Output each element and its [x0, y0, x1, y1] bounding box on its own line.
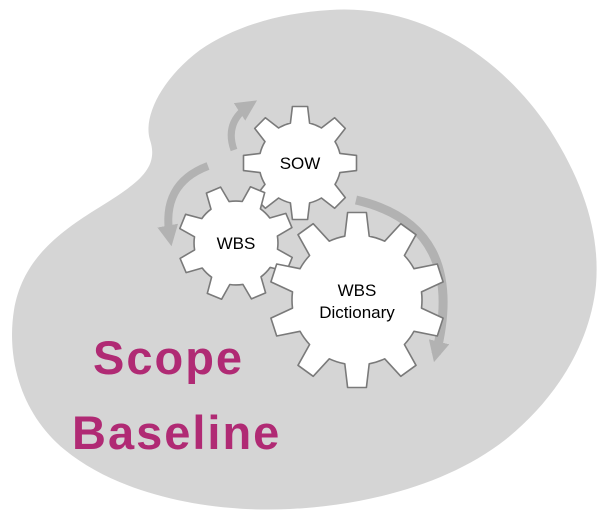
rotation-arrow-left [157, 162, 210, 247]
gear-wbs: WBS [179, 186, 293, 300]
gear-wbs-dictionary-label-line1: WBS [338, 281, 377, 300]
gear-wbs-dictionary-label-line2: Dictionary [319, 303, 395, 322]
gear-wbs-dictionary: WBS Dictionary [270, 211, 444, 389]
gear-sow-outline [242, 105, 358, 221]
gear-wbs-outline [179, 186, 293, 300]
diagram-title-line2: Baseline [72, 406, 281, 459]
gear-wbs-dictionary-outline [270, 211, 444, 389]
gear-sow-label: SOW [280, 154, 321, 173]
diagram-title-line1: Scope [93, 331, 244, 384]
gear-sow: SOW [242, 105, 358, 221]
gear-wbs-label: WBS [217, 234, 256, 253]
blob-background [12, 9, 597, 510]
rotation-arrow-top [227, 100, 258, 152]
